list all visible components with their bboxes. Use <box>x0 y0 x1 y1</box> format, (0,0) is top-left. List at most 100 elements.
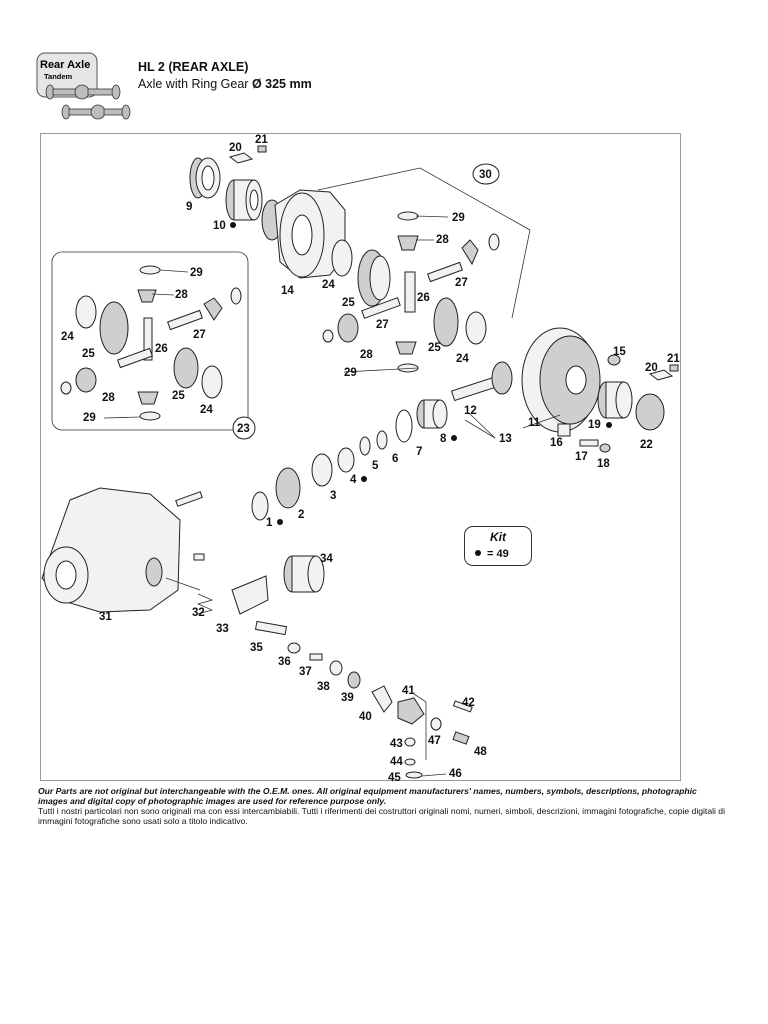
callout-24-b: 24 <box>456 353 469 365</box>
callout-25-inset-b: 25 <box>172 390 185 402</box>
callout-29-inset: 29 <box>190 267 203 279</box>
kit-dot-marker <box>361 476 367 482</box>
callout-34: 34 <box>320 553 333 565</box>
callout-labels: 20 21 9 10 30 29 28 24 27 14 25 26 29 28… <box>61 134 680 784</box>
inset-box <box>51 251 249 431</box>
callout-40: 40 <box>359 711 372 723</box>
subtitle-value: Ø 325 mm <box>251 77 312 91</box>
disclaimer-italian: Tutti i nostri particolari non sono orig… <box>38 806 725 826</box>
diagram-frame <box>40 133 681 781</box>
adjusting-nut-part <box>635 393 665 431</box>
subtitle-prefix: Axle with Ring Gear <box>138 77 249 91</box>
pinion-gear-part <box>397 235 419 251</box>
callout-20-b: 20 <box>645 362 658 374</box>
kit-dot-marker <box>451 435 457 441</box>
callout-circle-23 <box>232 416 256 440</box>
callout-33: 33 <box>216 623 229 635</box>
spacer-part-2 <box>359 436 371 456</box>
kit-dot-marker <box>230 222 236 228</box>
callout-29: 29 <box>452 212 465 224</box>
screw-part <box>452 700 473 713</box>
kit-dot-icon <box>475 550 481 556</box>
rear-axle-logo: Rear Axle Tandem <box>36 52 132 128</box>
callout-8: 8 <box>440 433 447 445</box>
spider-pin-part <box>404 271 416 313</box>
callout-42: 42 <box>462 697 475 709</box>
callout-48: 48 <box>474 746 487 758</box>
axle-icon <box>45 84 131 120</box>
callout-17: 17 <box>575 451 588 463</box>
callout-18: 18 <box>597 458 610 470</box>
callout-26: 26 <box>417 292 430 304</box>
callout-25: 25 <box>342 297 355 309</box>
shift-rod-part <box>254 620 288 636</box>
washer-part-5 <box>430 717 442 731</box>
pinion-gear-part-3 <box>337 313 359 343</box>
callout-36: 36 <box>278 656 291 668</box>
callout-2: 2 <box>298 509 304 521</box>
group-bracket <box>317 167 531 319</box>
nut-part-2 <box>599 443 611 453</box>
bolt-part-4 <box>557 423 571 437</box>
thrust-washer-part-2 <box>465 311 487 345</box>
callout-6: 6 <box>392 453 398 465</box>
bearing-cone-part <box>225 179 263 221</box>
leader-lines <box>103 215 561 777</box>
callout-16: 16 <box>550 437 563 449</box>
callout-41: 41 <box>402 685 415 697</box>
nut-part-3 <box>404 737 416 747</box>
page-subtitle: Axle with Ring Gear Ø 325 mm <box>138 77 312 91</box>
bolt-part-3 <box>669 364 679 372</box>
callout-circle-30 <box>472 163 500 185</box>
lock-plate-part <box>228 152 254 164</box>
axle-housing-part <box>41 487 181 613</box>
kit-dot-marker <box>277 519 283 525</box>
logo-text-sub: Tandem <box>44 72 73 81</box>
callout-44: 44 <box>390 756 403 768</box>
callout-32: 32 <box>192 607 205 619</box>
callout-24-inset: 24 <box>61 331 74 343</box>
callout-35: 35 <box>250 642 263 654</box>
bolt-part-2 <box>607 354 621 366</box>
pinion-bearing-part <box>416 399 448 429</box>
callout-25-inset: 25 <box>82 348 95 360</box>
callout-12: 12 <box>464 405 477 417</box>
sensor-part <box>452 731 470 745</box>
side-gear-part <box>357 249 391 307</box>
callout-45: 45 <box>388 772 401 784</box>
callout-22: 22 <box>640 439 653 451</box>
washer-part-2 <box>488 233 500 251</box>
spring-part <box>196 593 214 615</box>
callout-10: 10 <box>213 220 226 232</box>
seal-ring-part <box>405 771 423 779</box>
callout-37: 37 <box>299 666 312 678</box>
flange-part <box>275 467 301 509</box>
inset-parts <box>60 265 242 421</box>
callout-39: 39 <box>341 692 354 704</box>
callout-46: 46 <box>449 768 462 780</box>
seal-part <box>329 660 343 676</box>
callout-26-inset: 26 <box>155 343 168 355</box>
callout-1: 1 <box>266 517 273 529</box>
kit-value-row: = 49 <box>475 548 509 560</box>
spacer-part <box>376 430 388 450</box>
callout-21-b: 21 <box>667 353 680 365</box>
callout-27-b: 27 <box>376 319 389 331</box>
callout-28-b: 28 <box>360 349 373 361</box>
bolt-part <box>257 145 267 153</box>
logo-text-main: Rear Axle <box>40 59 90 71</box>
callout-43: 43 <box>390 738 403 750</box>
bearing-cup-part <box>189 157 221 199</box>
ring-gear-part <box>521 327 601 433</box>
callout-29-b: 29 <box>344 367 357 379</box>
ring-part <box>287 642 301 654</box>
disclaimer: Our Parts are not original but interchan… <box>38 786 728 826</box>
shim-ring-part <box>395 409 413 443</box>
callout-29-inset-b: 29 <box>83 412 96 424</box>
bearing-cup-part-2 <box>311 453 333 487</box>
callout-21: 21 <box>255 134 268 146</box>
callout-4: 4 <box>350 474 357 486</box>
housing-bolt-part <box>175 491 203 507</box>
callout-24: 24 <box>322 279 335 291</box>
